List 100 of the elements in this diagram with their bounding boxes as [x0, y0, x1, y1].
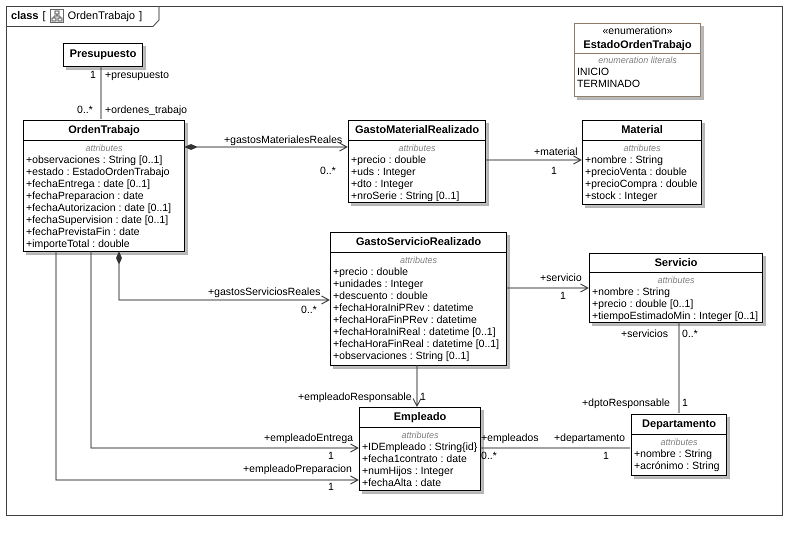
association-line: [412, 364, 422, 406]
multiplicity-label: 1: [328, 450, 334, 462]
association-line: [184, 142, 348, 152]
attribute-text: +numHijos : Integer: [361, 465, 454, 477]
multiplicity-label: 1: [551, 165, 557, 177]
role-label: +empleadoEntrega: [264, 432, 354, 444]
enumeration-literal: INICIO: [576, 66, 610, 78]
attribute-text: +uds : Integer: [350, 166, 417, 178]
class-name: Material: [621, 123, 663, 138]
attribute-text: +fechaHoraFinPRev : datetime: [332, 314, 478, 326]
attribute-text: +stock : Integer: [584, 190, 658, 202]
enumeration-box: [574, 23, 701, 97]
multiplicity-label: 0..*: [320, 165, 336, 177]
attribute-text: +importeTotal : double: [25, 238, 131, 250]
class-box: [348, 120, 486, 203]
attribute-text: +precio : double: [350, 154, 428, 166]
multiplicity-label: 1: [328, 481, 334, 493]
association-line: [100, 66, 102, 120]
class-name: GastoMaterialRealizado: [354, 123, 480, 138]
class-name: Departamento: [642, 417, 716, 432]
frame-kind: class: [11, 9, 39, 23]
attribute-text: +nombre : String: [633, 448, 713, 460]
attribute-text: +fechaAutorizacion : date [0..1]: [25, 202, 172, 214]
attribute-text: +precioCompra : double: [584, 178, 698, 190]
attribute-text: +descuento : double: [332, 290, 429, 302]
role-label: +dptoResponsable: [582, 397, 670, 409]
multiplicity-label: 1: [90, 69, 96, 81]
role-label: +servicios: [621, 328, 668, 340]
class-name: GastoServicioRealizado: [356, 235, 482, 250]
diagram-name: OrdenTrabajo: [68, 9, 136, 23]
bracket-text: [: [42, 9, 46, 23]
attribute-text: +fechaPreparacion : date: [25, 190, 145, 202]
association-line: [678, 322, 680, 414]
attribute-text: +fechaHoraIniReal : datetime [0..1]: [332, 326, 497, 338]
multiplicity-label: 0..*: [481, 450, 497, 462]
attribute-text: +precio : double [0..1]: [591, 298, 694, 310]
class-name: OrdenTrabajo: [68, 123, 140, 138]
section-label: attributes: [84, 142, 124, 154]
diagram-frame: [6, 6, 783, 516]
role-label: +empleados: [481, 432, 538, 444]
attribute-text: +nombre : String: [584, 154, 664, 166]
attribute-text: +fecha1contrato : date: [361, 453, 468, 465]
attribute-text: +fechaPrevistaFin : date: [25, 226, 141, 238]
multiplicity-label: 0..*: [77, 104, 93, 116]
enumeration-name: EstadoOrdenTrabajo: [583, 38, 692, 52]
association-line: [116, 250, 330, 304]
multiplicity-label: 0..*: [301, 304, 317, 316]
role-label: +gastosMaterialesReales: [224, 134, 342, 146]
attribute-text: +estado : EstadoOrdenTrabajo: [25, 166, 170, 178]
attribute-text: +unidades : Integer: [332, 278, 424, 290]
attribute-text: +fechaSupervision : date [0..1]: [25, 214, 170, 226]
attribute-text: +tiempoEstimadoMin : Integer [0..1]: [591, 310, 760, 322]
attribute-text: +dto : Integer: [350, 178, 414, 190]
attribute-text: +nombre : String: [591, 286, 671, 298]
class-box: [63, 43, 143, 67]
multiplicity-label: 1: [603, 450, 609, 462]
class-box: [631, 414, 727, 476]
class-name: Empleado: [394, 410, 446, 426]
multiplicity-label: 1: [420, 391, 426, 403]
attribute-text: +fechaEntrega : date [0..1]: [25, 178, 152, 190]
bracket-text: ]: [139, 9, 142, 23]
attribute-text: +precioVenta : double: [584, 166, 688, 178]
section-label: attributes: [397, 142, 437, 154]
class-box: [359, 407, 481, 491]
attribute-text: +precio : double: [332, 266, 410, 278]
class-box: [582, 120, 702, 205]
association-line: [484, 156, 582, 164]
attribute-text: +fechaHoraIniPRev : datetime: [332, 302, 474, 314]
attribute-text: +fechaHoraFinReal : datetime [0..1]: [332, 338, 500, 350]
role-label: +departamento: [554, 432, 625, 444]
section-label: enumeration literals: [597, 54, 678, 66]
multiplicity-label: 1: [560, 290, 566, 302]
section-label: attributes: [398, 254, 438, 266]
association-line: [56, 250, 358, 484]
role-label: +presupuesto: [105, 69, 169, 81]
role-label: +material: [534, 146, 578, 158]
role-label: +servicio: [540, 272, 582, 284]
multiplicity-label: 1: [682, 397, 688, 409]
role-label: +empleadoPreparacion: [243, 463, 352, 475]
section-label: attributes: [656, 274, 696, 286]
enumeration-literal: TERMINADO: [576, 78, 641, 90]
class-name: Servicio: [654, 256, 698, 271]
section-label: attributes: [400, 429, 440, 441]
multiplicity-label: 0..*: [682, 328, 698, 340]
section-label: attributes: [622, 142, 662, 154]
role-label: +gastosServiciosReales: [208, 286, 320, 298]
attribute-text: +acrónimo : String: [633, 460, 720, 472]
role-label: +ordenes_trabajo: [105, 104, 188, 116]
attribute-text: +observaciones : String [0..1]: [25, 154, 164, 166]
section-label: attributes: [659, 436, 699, 448]
class-box: [589, 253, 763, 323]
class-name: Presupuesto: [70, 46, 136, 62]
attribute-text: +IDEmpleado : String{id}: [361, 441, 478, 453]
stereotype-label: «enumeration»: [602, 25, 673, 38]
association-line: [90, 250, 358, 452]
class-box: [330, 232, 507, 366]
class-box: [23, 120, 185, 252]
attribute-text: +nroSerie : String [0..1]: [350, 190, 460, 202]
association-line: [506, 284, 588, 292]
role-label: +empleadoResponsable: [298, 391, 412, 403]
